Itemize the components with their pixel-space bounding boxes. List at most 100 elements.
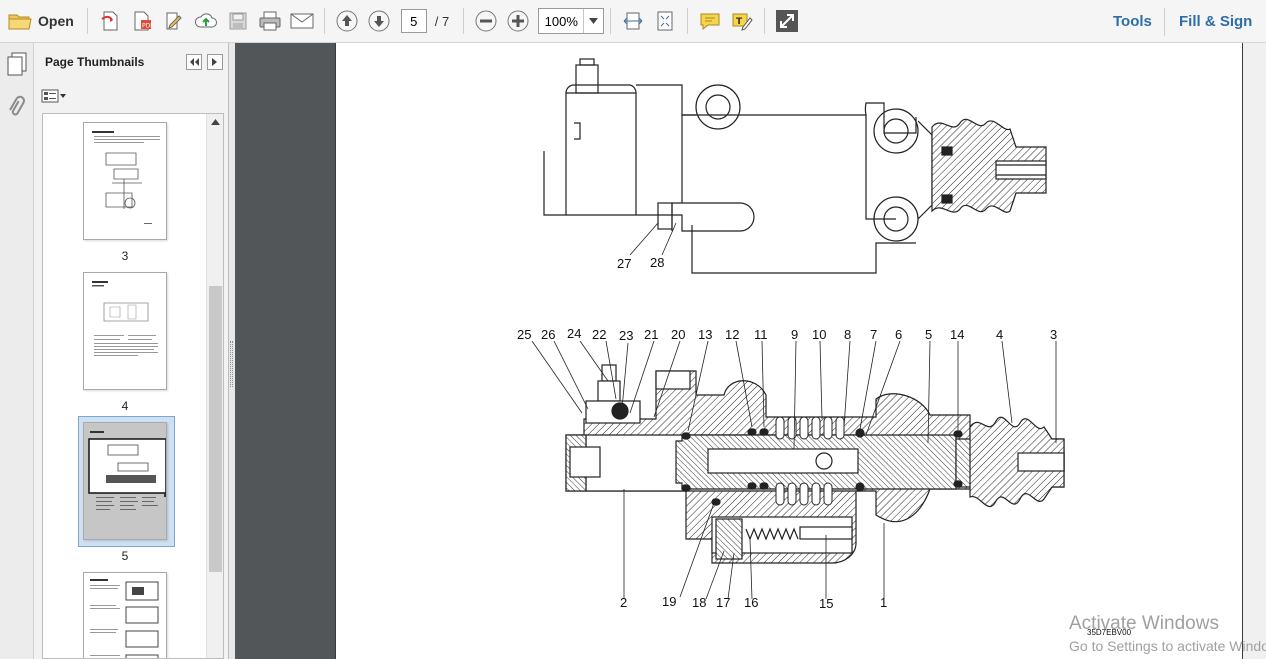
callout-label: 13 xyxy=(698,327,712,342)
arrow-down-circle-icon xyxy=(367,9,391,33)
callout-label: 15 xyxy=(819,596,833,611)
zoom-out-button[interactable] xyxy=(471,6,501,36)
page-thumbnails-panel: Page Thumbnails xyxy=(34,43,229,659)
fit-page-button[interactable] xyxy=(650,6,680,36)
previous-page-button[interactable] xyxy=(332,6,362,36)
panel-title: Page Thumbnails xyxy=(45,55,145,69)
callout-label: 11 xyxy=(754,327,768,342)
tools-link[interactable]: Tools xyxy=(1113,13,1152,30)
minus-circle-icon xyxy=(474,9,498,33)
callout-label: 3 xyxy=(1050,327,1057,342)
envelope-icon xyxy=(290,11,314,31)
fill-and-sign-link[interactable]: Fill & Sign xyxy=(1179,13,1253,30)
thumbnail-page-label: 4 xyxy=(121,399,129,413)
document-viewport[interactable]: 27 28 xyxy=(235,43,1266,659)
full-screen-button[interactable] xyxy=(772,6,802,36)
open-button-label: Open xyxy=(38,13,74,29)
callout-label: 19 xyxy=(662,594,676,609)
scrollbar-thumb[interactable] xyxy=(209,286,222,572)
thumbnail-list[interactable]: 3 4 xyxy=(42,113,224,659)
toolbar-separator xyxy=(323,8,325,34)
callout-label: 7 xyxy=(870,327,877,342)
thumbnail-image xyxy=(83,422,167,540)
zoom-in-button[interactable] xyxy=(503,6,533,36)
svg-text:T: T xyxy=(736,17,743,27)
fit-width-button[interactable] xyxy=(618,6,648,36)
svg-text:PDF: PDF xyxy=(142,23,153,30)
section-view-leaders xyxy=(531,340,1057,600)
expand-arrows-icon xyxy=(775,9,799,33)
thumbnail-options-button[interactable] xyxy=(41,89,69,107)
thumbnail-scrollbar[interactable] xyxy=(206,114,223,658)
splitter-grip[interactable] xyxy=(230,341,233,387)
navigation-rail xyxy=(0,43,34,659)
fit-width-icon xyxy=(622,10,644,32)
callout-label: 14 xyxy=(950,327,964,342)
toolbar-separator xyxy=(610,8,612,34)
page-number-input[interactable] xyxy=(400,9,427,33)
dropdown-arrow-icon[interactable] xyxy=(583,9,603,33)
save-button[interactable] xyxy=(223,6,253,36)
section-bottom-callouts: 2 19 18 17 16 15 1 xyxy=(620,594,887,611)
printer-icon xyxy=(258,10,282,32)
page-thumbnails-rail-button[interactable] xyxy=(5,51,29,82)
export-pdf-button[interactable]: PDF xyxy=(127,6,157,36)
thumbnail-page-label: 5 xyxy=(121,549,129,563)
panel-splitter[interactable] xyxy=(229,43,235,659)
thumbnail-page-label: 3 xyxy=(121,249,129,263)
zoom-select[interactable]: 100% xyxy=(538,8,605,34)
callout-label: 4 xyxy=(996,327,1003,342)
callout-label: 26 xyxy=(541,327,555,342)
cloud-upload-icon xyxy=(194,10,218,32)
main-toolbar: Open PDF xyxy=(0,0,1266,43)
pages-icon xyxy=(5,52,29,81)
callout-label: 21 xyxy=(644,327,658,342)
edit-document-icon xyxy=(163,10,185,32)
thumbnails-header: Page Thumbnails xyxy=(34,43,229,79)
page-total-label: / 7 xyxy=(434,13,450,29)
create-pdf-icon xyxy=(99,10,121,32)
callout-label: 23 xyxy=(619,328,633,343)
callout-label: 12 xyxy=(725,327,739,342)
callout-label: 9 xyxy=(791,327,798,342)
callout-label: 10 xyxy=(812,327,826,342)
top-view-leaders xyxy=(629,222,677,256)
plus-circle-icon xyxy=(506,9,530,33)
collapse-panel-button[interactable] xyxy=(186,54,202,70)
section-view-drawing xyxy=(565,364,1065,564)
toolbar-separator xyxy=(463,8,465,34)
highlighter-icon: T xyxy=(731,10,753,32)
thumbnail-image xyxy=(83,272,167,390)
scroll-up-arrow-icon[interactable] xyxy=(207,114,223,130)
next-page-button[interactable] xyxy=(364,6,394,36)
callout-label: 22 xyxy=(592,327,606,342)
toolbar-separator xyxy=(1164,8,1165,36)
section-top-callouts: 25 26 24 22 23 21 20 13 12 11 9 10 8 7 6… xyxy=(517,326,1057,343)
activation-watermark-title: Activate Windows xyxy=(1069,613,1219,634)
callout-label: 27 xyxy=(617,256,631,271)
arrow-up-circle-icon xyxy=(335,9,359,33)
document-right-margin xyxy=(1243,43,1266,659)
thumbnail-image xyxy=(83,572,167,658)
toolbar-separator xyxy=(86,8,88,34)
attachments-rail-button[interactable] xyxy=(5,93,29,124)
upload-button[interactable] xyxy=(191,6,221,36)
edit-pdf-button[interactable] xyxy=(159,6,189,36)
drawing-code: 35D7EBV00 xyxy=(1087,628,1132,637)
callout-label: 24 xyxy=(567,326,581,341)
comment-button[interactable] xyxy=(695,6,725,36)
paperclip-icon xyxy=(5,95,29,123)
callout-label: 16 xyxy=(744,595,758,610)
toolbar-separator xyxy=(687,8,689,34)
email-button[interactable] xyxy=(287,6,317,36)
top-view-boot xyxy=(931,118,1047,213)
open-button[interactable]: Open xyxy=(2,6,80,36)
create-pdf-button[interactable] xyxy=(95,6,125,36)
highlight-button[interactable]: T xyxy=(727,6,757,36)
activation-watermark-subtitle: Go to Settings to activate Windows. xyxy=(1069,638,1266,654)
print-button[interactable] xyxy=(255,6,285,36)
expand-panel-button[interactable] xyxy=(207,54,223,70)
callout-label: 2 xyxy=(620,595,627,610)
document-page: 27 28 xyxy=(335,43,1243,659)
